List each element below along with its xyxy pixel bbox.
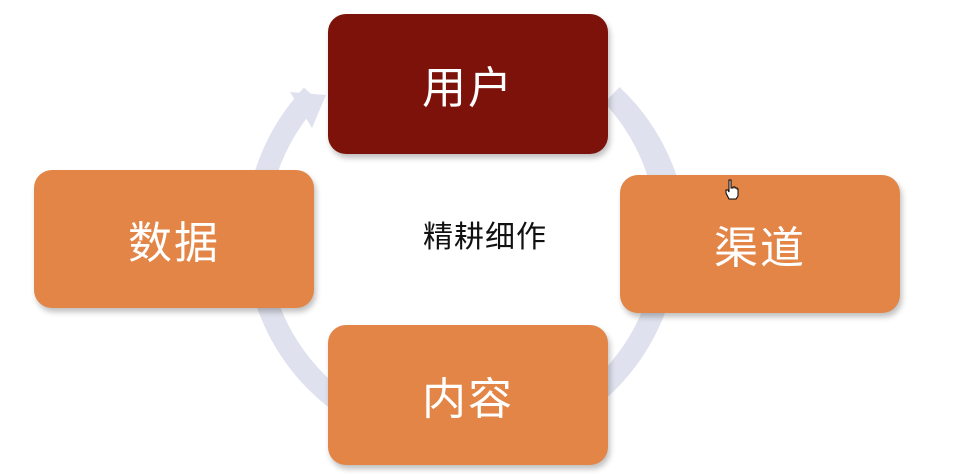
node-data[interactable]: 数据 [34,170,314,308]
node-channels[interactable]: 渠道 [620,175,900,313]
node-data-label: 数据 [128,218,220,269]
node-channels-label: 渠道 [714,223,806,274]
node-users-label: 用户 [422,63,514,114]
node-content-label: 内容 [422,374,514,425]
cycle-arrowhead [290,92,326,128]
node-content[interactable]: 内容 [328,325,608,465]
hand-pointer-icon [725,179,739,200]
center-label: 精耕细作 [423,220,547,255]
node-users[interactable]: 用户 [328,14,608,154]
